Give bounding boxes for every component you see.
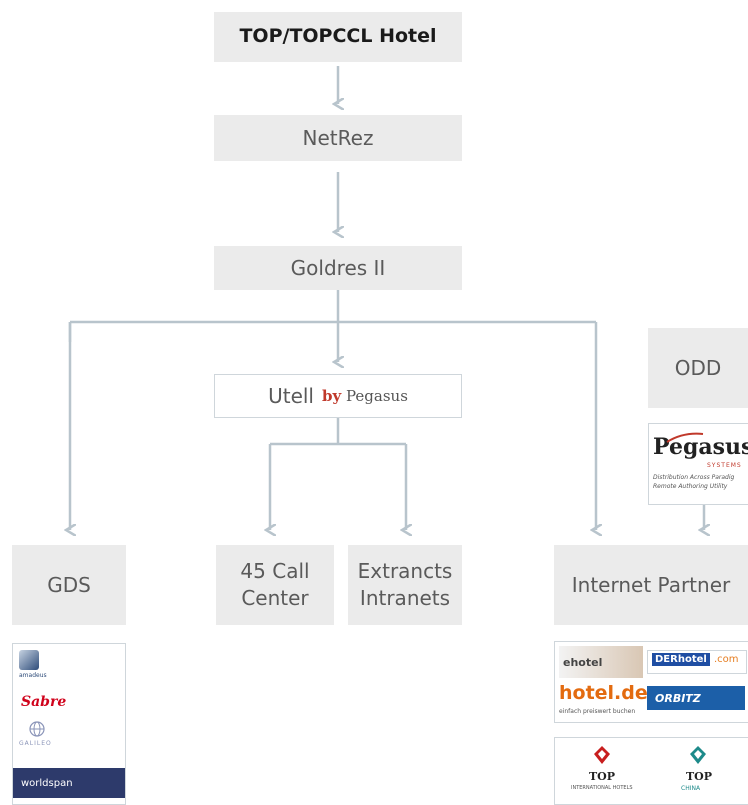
top-china-emblem-icon xyxy=(690,746,706,764)
pegasus-logo-inline: by Pegasus xyxy=(322,387,408,405)
pegasus-swoosh-icon xyxy=(666,432,704,443)
hotelde-label: hotel.de xyxy=(559,682,648,704)
node-internet-partner: Internet Partner xyxy=(554,545,748,625)
galileo-globe-icon xyxy=(29,721,45,737)
ehotel-logo: ehotel xyxy=(559,646,643,678)
worldspan-logo: worldspan xyxy=(13,768,125,798)
derhotel-logo: DERhotel .com xyxy=(647,650,747,674)
galileo-label: GALILEO xyxy=(19,740,52,747)
pegasus-systems-logo: Pegasus SYSTEMS Distribution Across Para… xyxy=(648,423,748,505)
top-international-emblem-icon xyxy=(594,746,610,764)
pegasus-tagline-1: Distribution Across Paradig xyxy=(653,474,735,481)
top-china-sub: CHINA xyxy=(681,785,701,792)
derhotel-suffix: .com xyxy=(714,654,739,665)
node-call-center: 45 Call Center xyxy=(216,545,334,625)
gds-logos-card: amadeus Sabre GALILEO worldspan xyxy=(12,643,126,805)
call-center-line-2: Center xyxy=(241,586,309,610)
top-international-sub: INTERNATIONAL HOTELS xyxy=(571,785,633,791)
derhotel-label: DERhotel xyxy=(652,653,710,666)
node-odd: ODD xyxy=(648,328,748,408)
internet-partner-logos-card: ehotel DERhotel .com hotel.de einfach pr… xyxy=(554,641,748,723)
node-netrez: NetRez xyxy=(214,115,462,161)
pegasus-tagline-2: Remote Authoring Utility xyxy=(653,483,728,490)
call-center-line-1: 45 Call xyxy=(240,559,310,583)
top-international-label: TOP xyxy=(589,770,616,783)
utell-pegasus: Pegasus xyxy=(346,387,408,405)
node-gds: GDS xyxy=(12,545,126,625)
extranets-line-1: Extrancts xyxy=(357,559,453,583)
worldspan-label: worldspan xyxy=(21,777,73,789)
top-china-label: TOP xyxy=(686,770,713,783)
pegasus-logo-name: Pegasus xyxy=(653,434,748,460)
node-goldres: Goldres II xyxy=(214,246,462,290)
orbitz-logo: ORBITZ xyxy=(647,686,745,710)
node-top-hotel: TOP/TOPCCL Hotel xyxy=(214,12,462,62)
extranets-line-2: Intranets xyxy=(359,586,451,610)
top-logos-card: TOP INTERNATIONAL HOTELS TOP CHINA xyxy=(554,737,748,805)
orbitz-label: ORBITZ xyxy=(655,691,701,705)
hotelde-sub: einfach preiswert buchen xyxy=(559,708,636,715)
node-utell: Utell by Pegasus xyxy=(214,374,462,418)
utell-by: by xyxy=(322,387,342,405)
node-extranets: Extrancts Intranets xyxy=(348,545,462,625)
amadeus-label: amadeus xyxy=(19,672,47,679)
sabre-label: Sabre xyxy=(21,694,67,710)
pegasus-logo-sub: SYSTEMS xyxy=(707,462,742,469)
utell-label: Utell xyxy=(268,384,314,408)
amadeus-logo-icon xyxy=(19,650,39,670)
ehotel-label: ehotel xyxy=(563,656,603,669)
